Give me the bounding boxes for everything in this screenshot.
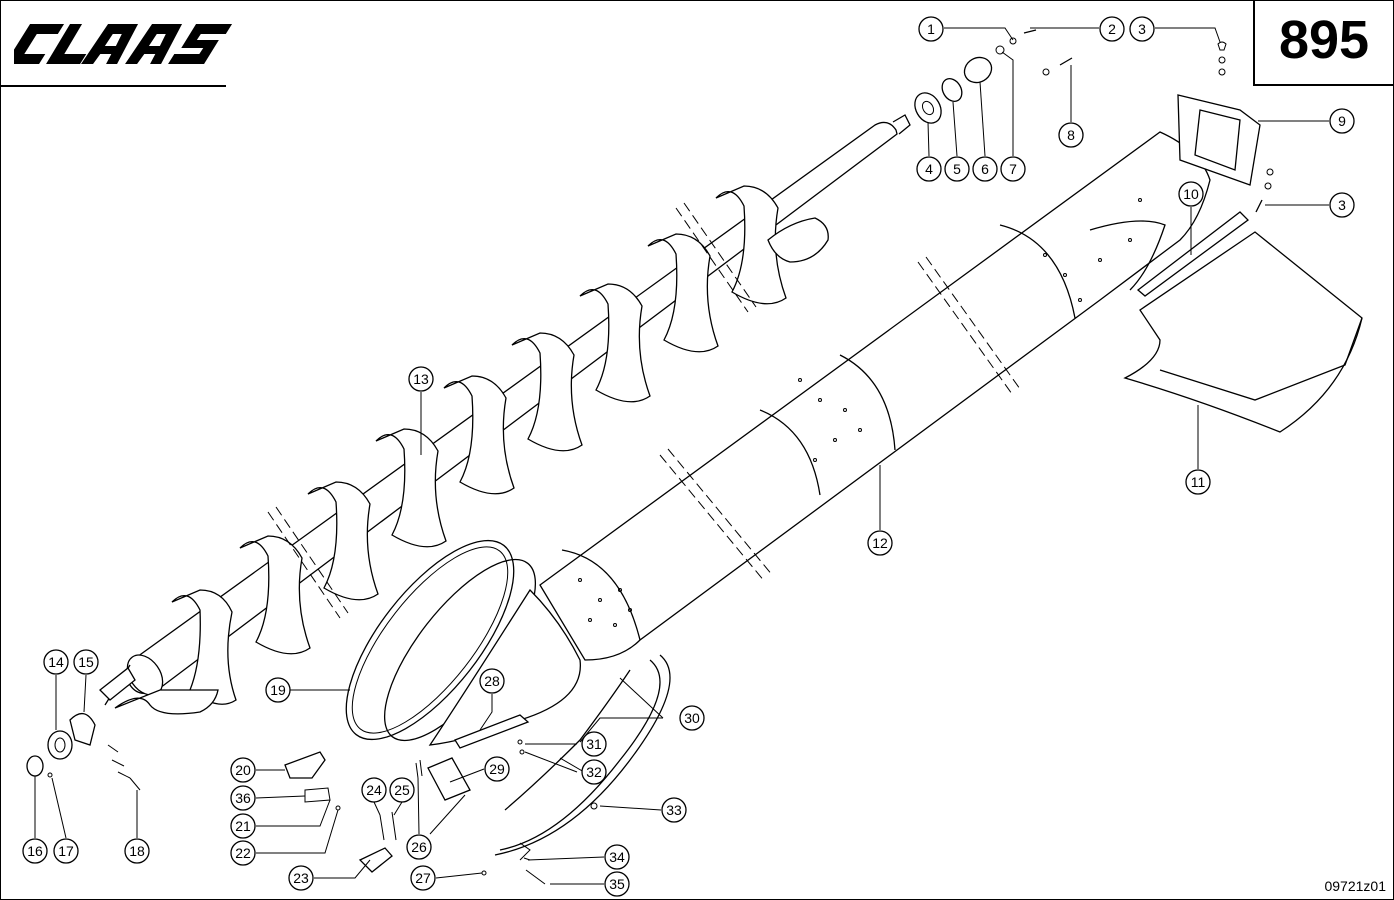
- svg-text:6: 6: [981, 161, 989, 177]
- callout-33: 33: [661, 797, 687, 823]
- svg-text:15: 15: [78, 654, 94, 670]
- svg-text:30: 30: [684, 710, 700, 726]
- leader-lines: [34, 27, 1329, 885]
- svg-text:5: 5: [953, 161, 961, 177]
- svg-text:29: 29: [489, 761, 505, 777]
- svg-text:10: 10: [1183, 186, 1199, 202]
- page-number-box: 895: [1253, 0, 1393, 86]
- callout-26: 26: [406, 834, 432, 860]
- svg-text:27: 27: [415, 870, 431, 886]
- svg-text:8: 8: [1067, 127, 1075, 143]
- svg-text:28: 28: [484, 673, 500, 689]
- svg-text:24: 24: [366, 782, 382, 798]
- callout-8: 8: [1058, 122, 1084, 148]
- callout-30: 30: [679, 705, 705, 731]
- svg-text:1: 1: [927, 21, 935, 37]
- auger-break-lines: [267, 202, 757, 619]
- svg-text:13: 13: [413, 371, 429, 387]
- claas-logo: [14, 24, 233, 64]
- end-plate-9: [1177, 94, 1261, 186]
- svg-text:33: 33: [666, 802, 682, 818]
- callout-5: 5: [944, 156, 970, 182]
- callout-23: 23: [288, 865, 314, 891]
- svg-text:3: 3: [1138, 21, 1146, 37]
- callout-25: 25: [389, 777, 415, 803]
- callout-27: 27: [410, 865, 436, 891]
- callout-28: 28: [479, 668, 505, 694]
- page-number: 895: [1278, 10, 1370, 70]
- callout-10: 10: [1178, 181, 1204, 207]
- svg-text:21: 21: [235, 818, 251, 834]
- svg-text:2: 2: [1108, 21, 1116, 37]
- brand-underline: [0, 85, 226, 87]
- svg-text:9: 9: [1338, 113, 1346, 129]
- callout-31: 31: [581, 731, 607, 757]
- svg-text:14: 14: [48, 654, 64, 670]
- svg-text:26: 26: [411, 839, 427, 855]
- drawing-code: 09721z01: [1324, 878, 1386, 894]
- auger-flights: [114, 185, 829, 715]
- svg-text:35: 35: [609, 876, 625, 892]
- callout-9: 9: [1329, 108, 1355, 134]
- svg-text:36: 36: [235, 790, 251, 806]
- small-parts: [284, 739, 598, 885]
- callout-34: 34: [604, 844, 630, 870]
- callout-15: 15: [73, 649, 99, 675]
- callout-12: 12: [867, 530, 893, 556]
- ring-30: [494, 654, 671, 861]
- svg-text:34: 34: [609, 849, 625, 865]
- svg-text:4: 4: [925, 161, 933, 177]
- svg-text:18: 18: [129, 843, 145, 859]
- callout-14: 14: [43, 649, 69, 675]
- callout-3b: 3: [1329, 192, 1355, 218]
- bearing-parts: [914, 29, 1274, 213]
- discharge-spout: [1123, 231, 1363, 433]
- callout-1: 1: [918, 16, 944, 42]
- callout-24: 24: [361, 777, 387, 803]
- callout-22: 22: [230, 840, 256, 866]
- left-bearing-parts: [26, 713, 141, 791]
- ring-assembly: [345, 539, 581, 749]
- svg-text:31: 31: [586, 736, 602, 752]
- callouts: 1 2 3 3 4 5 6 7 8 9 10 11 12 13 14 15 16…: [22, 16, 1355, 897]
- callout-6: 6: [972, 156, 998, 182]
- callout-7: 7: [1000, 156, 1026, 182]
- svg-text:20: 20: [235, 762, 251, 778]
- svg-text:22: 22: [235, 845, 251, 861]
- svg-text:25: 25: [394, 782, 410, 798]
- callout-35: 35: [604, 871, 630, 897]
- callout-17: 17: [53, 838, 79, 864]
- svg-text:7: 7: [1009, 161, 1017, 177]
- callout-29: 29: [484, 756, 510, 782]
- svg-text:19: 19: [270, 682, 286, 698]
- svg-text:23: 23: [293, 870, 309, 886]
- svg-text:12: 12: [872, 535, 888, 551]
- callout-4: 4: [916, 156, 942, 182]
- callout-36: 36: [230, 785, 256, 811]
- svg-text:16: 16: [27, 843, 43, 859]
- callout-2: 2: [1099, 16, 1125, 42]
- svg-text:32: 32: [586, 764, 602, 780]
- svg-text:3: 3: [1338, 197, 1346, 213]
- callout-11: 11: [1185, 469, 1211, 495]
- svg-text:17: 17: [58, 843, 74, 859]
- callout-20: 20: [230, 757, 256, 783]
- strip-10: [1136, 211, 1249, 297]
- callout-21: 21: [230, 813, 256, 839]
- callout-19: 19: [265, 677, 291, 703]
- callout-18: 18: [124, 838, 150, 864]
- callout-3a: 3: [1129, 16, 1155, 42]
- callout-13: 13: [408, 366, 434, 392]
- svg-text:11: 11: [1191, 474, 1206, 490]
- callout-32: 32: [581, 759, 607, 785]
- callout-16: 16: [22, 838, 48, 864]
